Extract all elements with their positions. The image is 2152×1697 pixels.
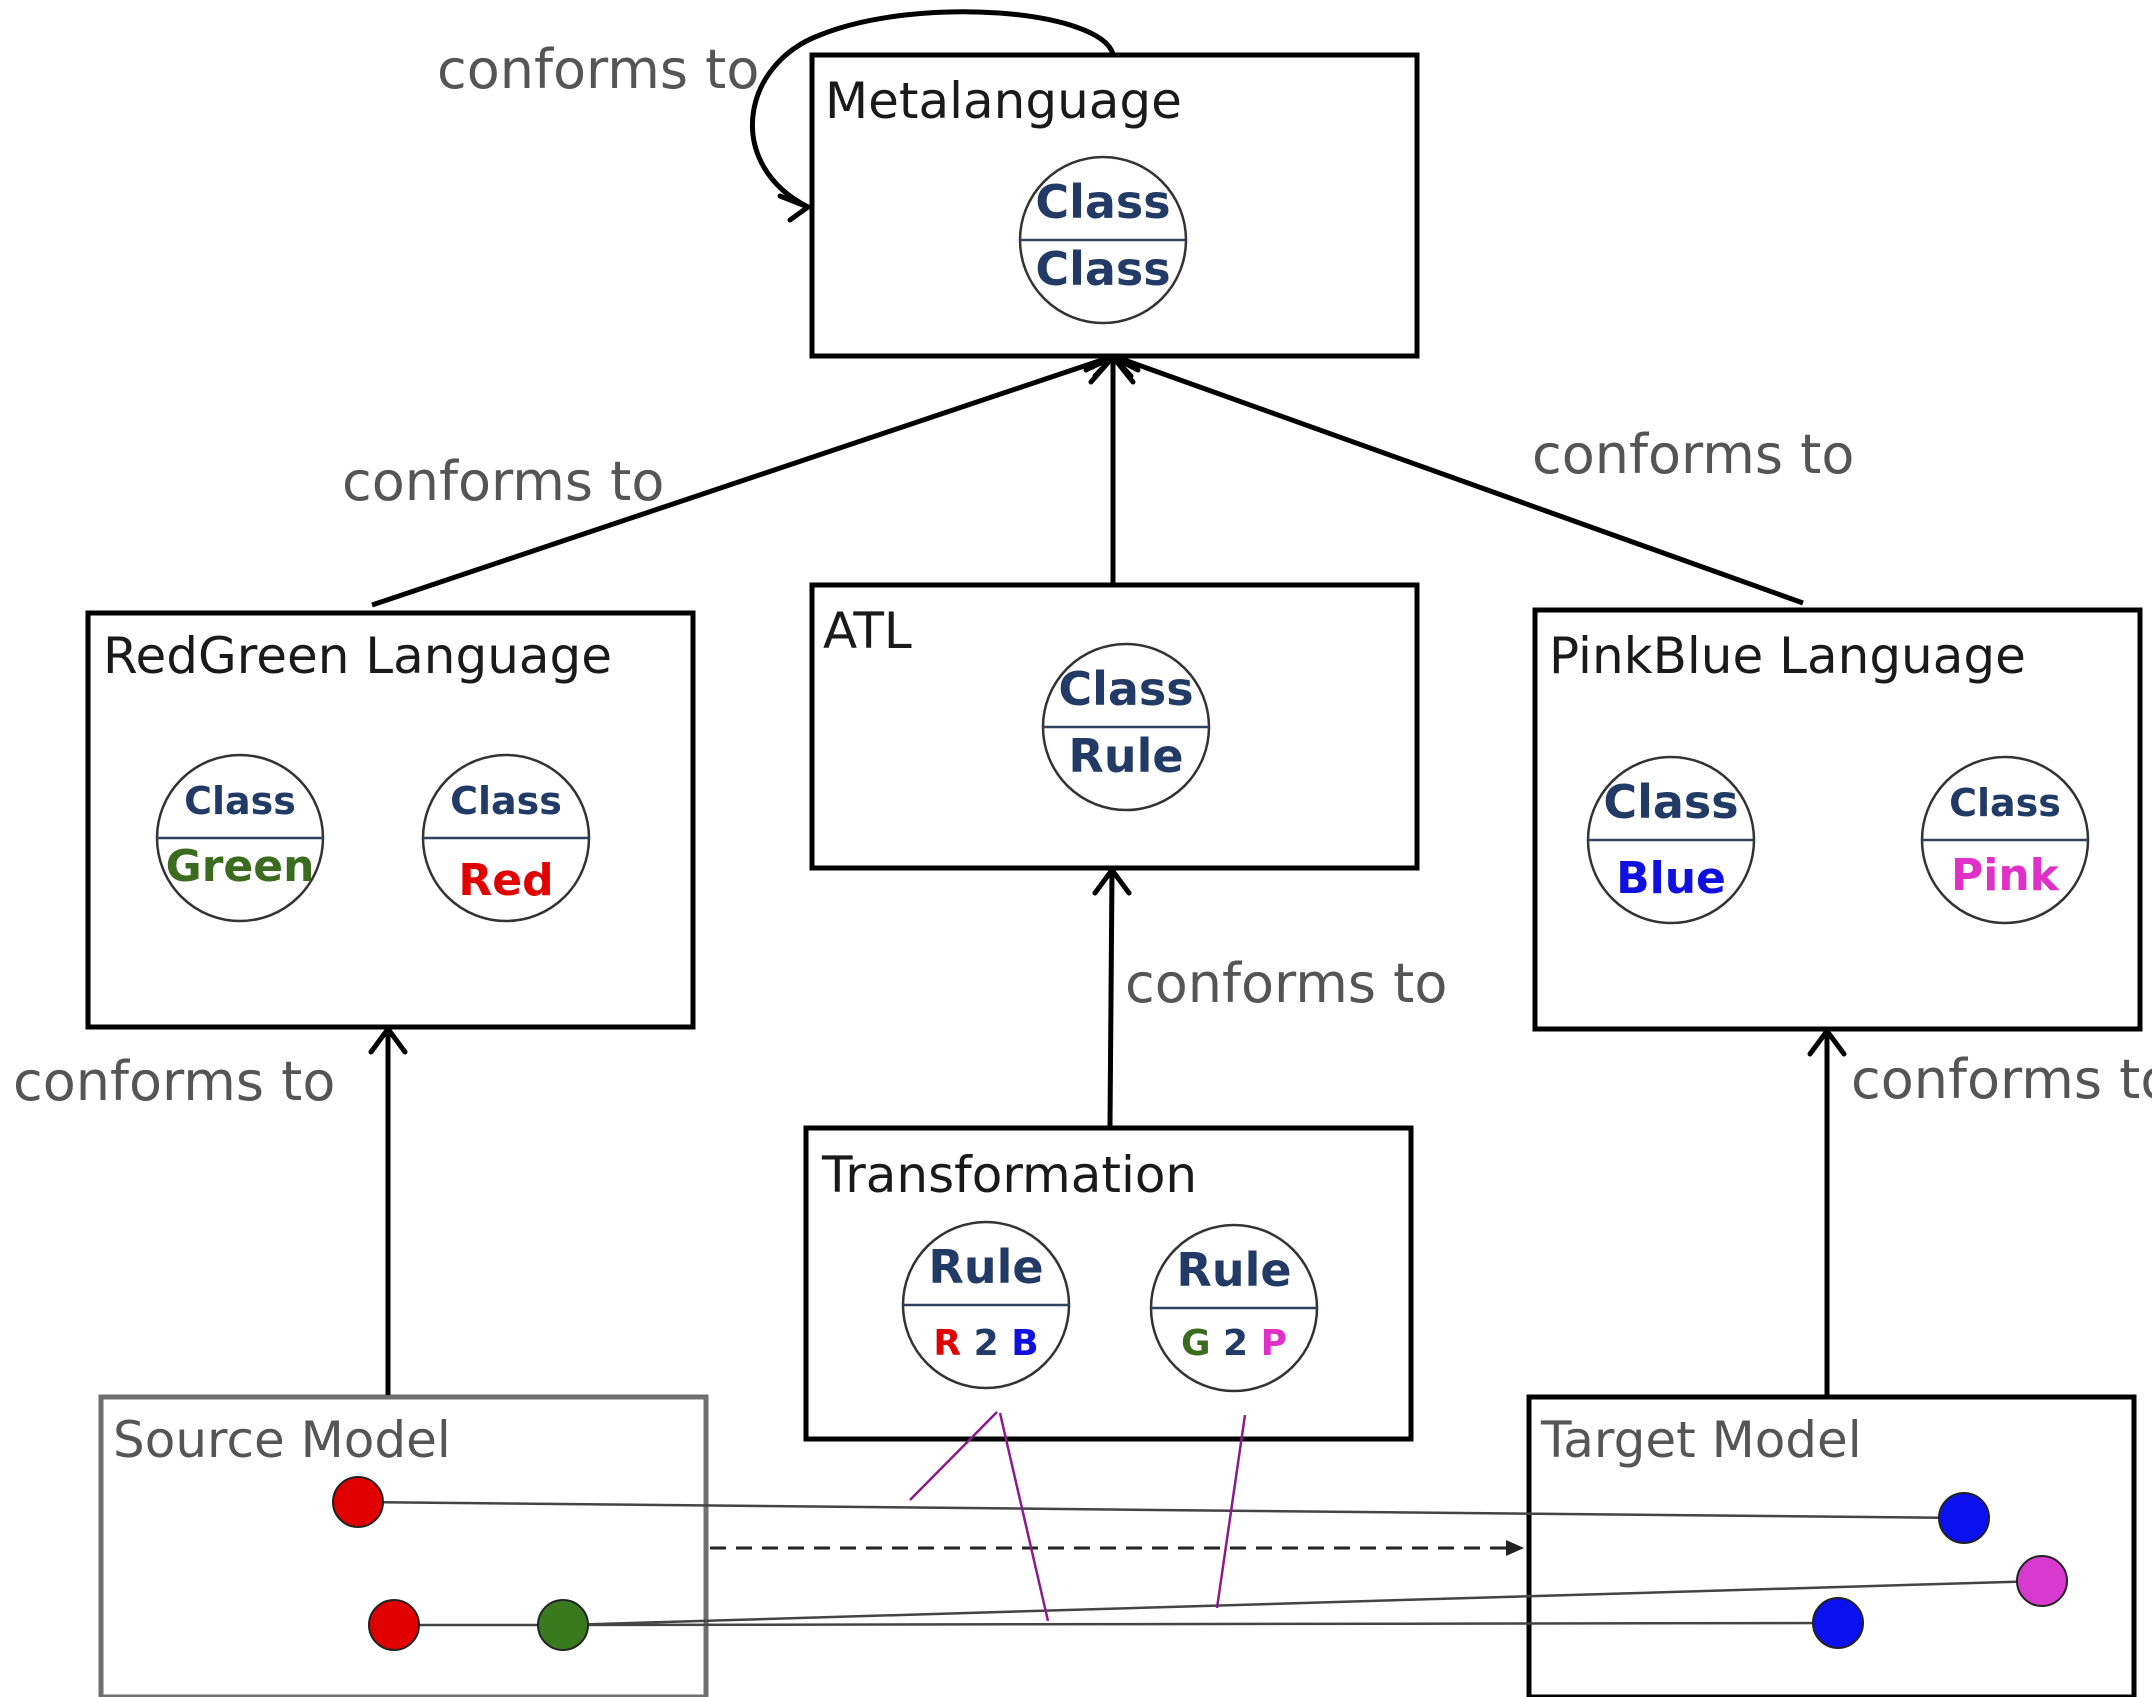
transformation-title: Transformation [821,1146,1197,1204]
class-bottom-label: Red [458,855,553,906]
link-green-to-pink [564,1579,2041,1627]
rule-g2p: Rule G 2 P [1149,1223,1319,1393]
self-conformance-arrow [749,9,1116,223]
pinkblue-language-box: PinkBlue Language Class Blue Class Pink [1532,607,2143,1032]
metalanguage-class-class: Class Class [1018,155,1188,325]
class-top-label: Class [1603,775,1738,829]
class-green: Class Green [155,753,325,923]
source-green-element [537,1599,589,1651]
source-model-box: Source Model [98,1394,709,1697]
link-green-to-blue [564,1621,1837,1627]
rule-r2b: Rule R 2 B [901,1220,1071,1390]
metalanguage-arrowheads [1083,354,1141,385]
class-pink: Class Pink [1920,755,2090,925]
transformation-to-atl-arrow [1092,867,1132,1127]
source-red-element-2 [368,1599,420,1651]
rule-to: B [1011,1323,1038,1364]
class-bottom-label: Class [1035,242,1170,296]
conforms-to-label-redgreen: conforms to [342,450,664,513]
class-bottom-label: Rule [1068,729,1183,783]
conforms-to-label-source: conforms to [13,1050,335,1113]
atl-class-rule: Class Rule [1041,642,1211,812]
target-pink-element [2016,1555,2068,1607]
rule-top-label: Rule [1176,1243,1291,1297]
element-links [359,1500,2041,1627]
rule-mid: 2 [974,1323,999,1364]
transformation-dashed-arrow [710,1540,1524,1556]
rule-from: G [1181,1323,1211,1364]
target-model-title: Target Model [1540,1411,1862,1469]
source-red-element-1 [332,1476,384,1528]
class-top-label: Class [1035,175,1170,229]
atl-box: ATL Class Rule [809,582,1420,871]
pinkblue-title: PinkBlue Language [1549,627,2026,685]
atl-title: ATL [823,602,912,660]
class-red: Class Red [421,753,591,923]
metalanguage-box: Metalanguage Class Class [809,52,1420,359]
target-model-box: Target Model [1526,1394,2137,1697]
rule-to: P [1261,1323,1287,1364]
metalanguage-title: Metalanguage [825,72,1182,130]
redgreen-title: RedGreen Language [103,627,612,685]
source-model-title: Source Model [113,1411,451,1469]
trace-r2b-source [909,1411,998,1501]
rule-mid: 2 [1223,1323,1248,1364]
pinkblue-to-metalanguage-arrow [1115,354,1804,606]
rule-mapping-label: G 2 P [1181,1323,1287,1364]
rule-from: R [933,1323,961,1364]
conforms-to-label-self: conforms to [437,38,759,101]
transformation-box: Transformation Rule R 2 B Rule G 2 P [803,1125,1414,1442]
class-top-label: Class [184,779,296,823]
class-bottom-label: Pink [1951,850,2061,901]
class-blue: Class Blue [1586,755,1756,925]
conforms-to-label-transformation: conforms to [1125,952,1447,1015]
class-top-label: Class [1949,781,2061,825]
source-to-redgreen-arrow [368,1026,408,1395]
class-bottom-label: Green [166,841,315,892]
target-to-pinkblue-arrow [1807,1028,1847,1395]
conforms-to-label-pinkblue: conforms to [1532,423,1854,486]
rule-mapping-label: R 2 B [933,1323,1038,1364]
target-blue-element-1 [1938,1492,1990,1544]
target-blue-element-2 [1812,1597,1864,1649]
trace-r2b-target [998,1412,1050,1622]
conforms-to-label-target: conforms to [1851,1048,2152,1111]
class-bottom-label: Blue [1616,853,1726,904]
trace-g2p [1215,1414,1247,1609]
link-red-to-blue [359,1500,1964,1520]
rule-top-label: Rule [928,1240,1043,1294]
trace-links [909,1411,1247,1622]
class-top-label: Class [1058,662,1193,716]
redgreen-to-metalanguage-arrow [371,354,1112,608]
class-top-label: Class [450,779,562,823]
redgreen-language-box: RedGreen Language Class Green Class Red [85,610,696,1030]
